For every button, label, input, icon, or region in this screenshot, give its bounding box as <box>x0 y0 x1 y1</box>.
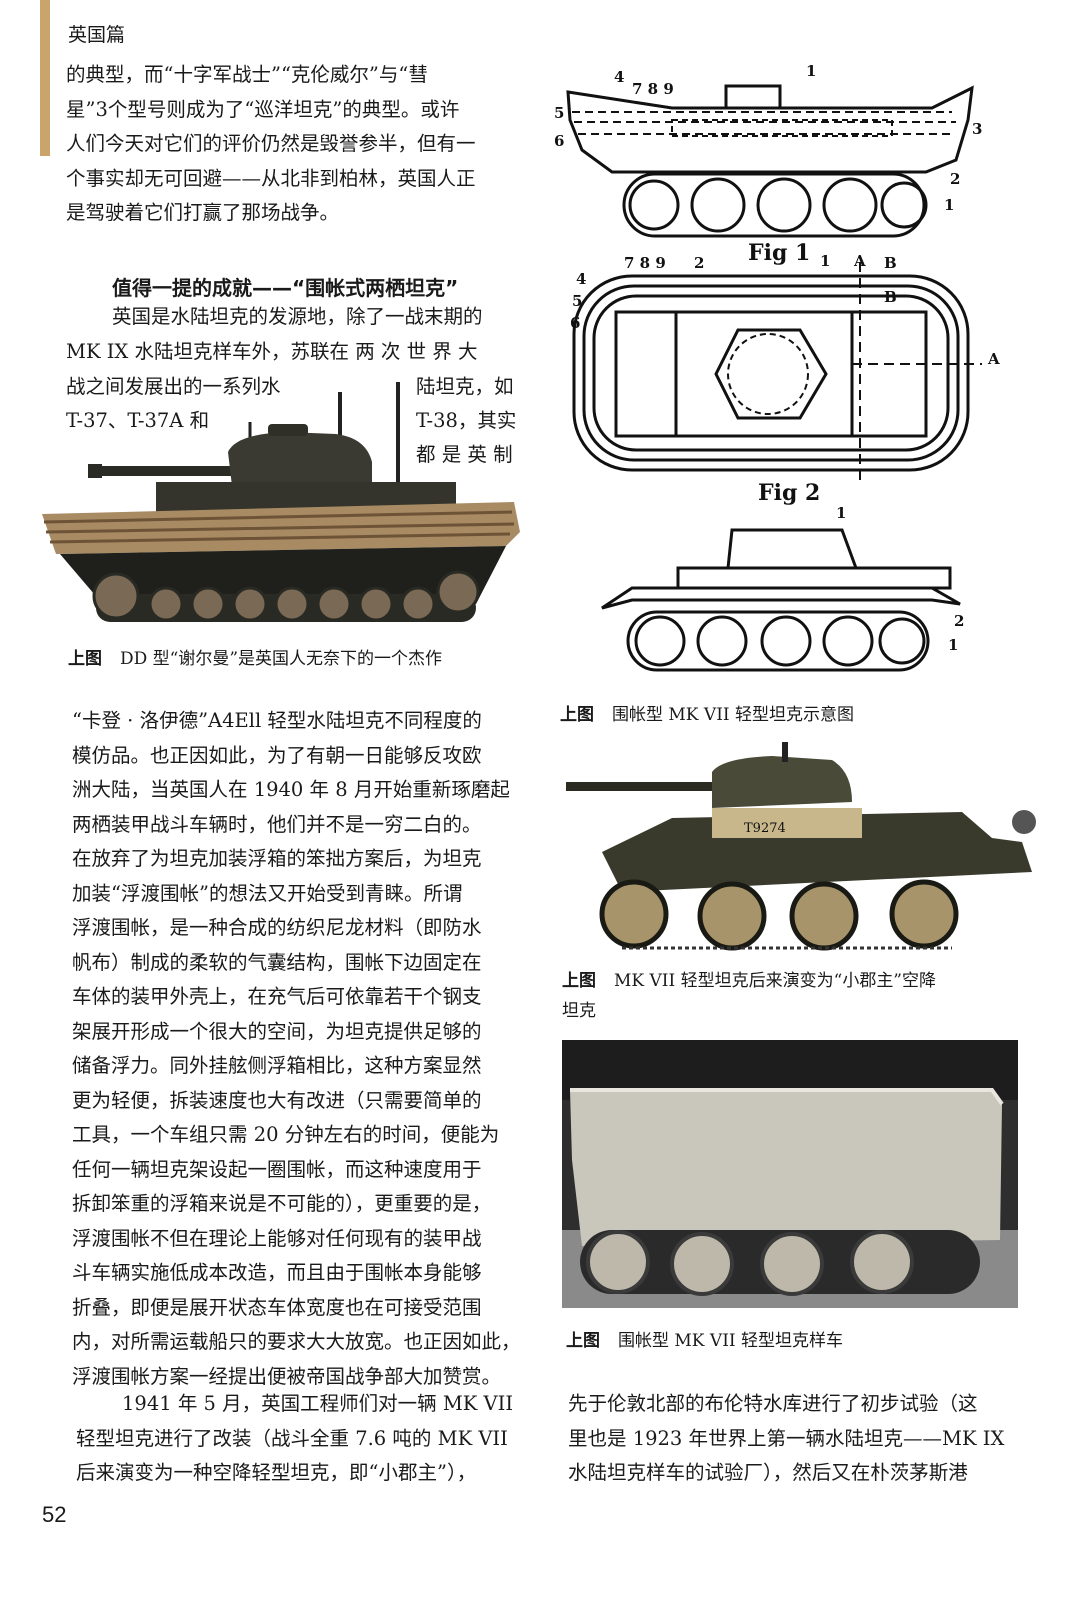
label-6: 6 <box>554 132 564 150</box>
label-A: A <box>853 252 866 270</box>
text-line: 1941 年 5 月，英国工程师们对一辆 MK VII <box>122 1392 514 1415</box>
dd-sherman-illustration <box>42 382 520 622</box>
text-line: 拆卸笨重的浮箱来说是不可能的），更重要的是， <box>72 1192 492 1215</box>
caption-text: 围帐型 MK VII 轻型坦克示意图 <box>612 705 855 725</box>
wrap-line: 英国是水陆坦克的发源地，除了一战末期的 <box>112 305 483 328</box>
label-5b: 5 <box>572 292 582 310</box>
main-paragraph: “卡登 · 洛伊德”A4Ell 轻型水陆坦克不同程度的 模仿品。也正因如此，为了… <box>72 704 521 1394</box>
text-line: 水陆坦克样车的试验厂），然后又在朴茨茅斯港 <box>568 1461 968 1484</box>
caption-text-cont: 坦克 <box>562 1001 596 1021</box>
label-789b: 7 8 9 <box>624 254 666 272</box>
page-number: 52 <box>42 1502 67 1527</box>
text-line: 是驾驶着它们打赢了那场战争。 <box>66 201 340 224</box>
text-line: 先于伦敦北部的布伦特水库进行了初步试验（这 <box>568 1392 978 1415</box>
wrap-line: MK IX 水陆坦克样车外，苏联在 两 次 世 界 大 <box>66 340 478 363</box>
label-4: 4 <box>614 68 624 86</box>
caption-prototype: 上图围帐型 MK VII 轻型坦克样车 <box>566 1326 843 1351</box>
text-line: 帆布）制成的柔软的气囊结构，围帐下边固定在 <box>72 950 482 974</box>
label-1d: 1 <box>836 504 846 522</box>
label-789: 7 8 9 <box>632 80 674 98</box>
label-2: 2 <box>950 170 960 188</box>
label-1c: 1 <box>820 252 830 270</box>
right-bottom-paragraph: 先于伦敦北部的布伦特水库进行了初步试验（这 里也是 1923 年世界上第一辆水陆… <box>568 1387 1004 1491</box>
label-2c: 2 <box>954 612 964 630</box>
caption-prefix: 上图 <box>68 649 102 669</box>
caption-tetrarch: 上图 MK VII 轻型坦克后来演变为“小郡主”空降 坦克 <box>562 966 936 1026</box>
text-line: 的典型，而“十字军战士”“克伦威尔”与“彗 <box>66 63 428 86</box>
caption-text: 围帐型 MK VII 轻型坦克样车 <box>618 1331 844 1351</box>
wrap-line-right: T-38，其实 <box>416 409 517 432</box>
text-line: 更为轻便，拆装速度也大有改进（只需要简单的 <box>72 1088 482 1112</box>
text-line: 里也是 1923 年世界上第一辆水陆坦克——MK IX <box>568 1426 1005 1450</box>
caption-prefix: 上图 <box>562 971 596 991</box>
text-line: 车体的装甲外壳上，在充气后可依靠若干个钢支 <box>72 985 482 1008</box>
accent-bar <box>40 0 50 156</box>
text-line: 星”3个型号则成为了“巡洋坦克”的典型。或许 <box>66 97 460 121</box>
text-line: 浮渡围帐方案一经提出便被帝国战争部大加赞赏。 <box>72 1364 502 1388</box>
text-line: 后来演变为一种空降轻型坦克，即“小郡主”）， <box>76 1461 477 1484</box>
text-line: 浮渡围帐，是一种合成的纺织尼龙材料（即防水 <box>72 916 482 939</box>
text-line: 斗车辆实施低成本改造，而且由于围帐本身能够 <box>72 1261 482 1284</box>
text-line: 个事实却无可回避——从北非到柏林，英国人正 <box>66 166 476 190</box>
fig2-label: Fig 2 <box>758 480 820 506</box>
caption-prefix: 上图 <box>566 1331 600 1351</box>
label-6b: 6 <box>570 314 580 332</box>
tetrarch-illustration: T9274 <box>566 742 1036 951</box>
label-3: 3 <box>972 120 982 138</box>
section-name: 英国篇 <box>68 24 126 46</box>
text-line: 加装“浮渡围帐”的想法又开始受到青睐。所谓 <box>72 881 463 905</box>
tank-serial: T9274 <box>744 821 786 836</box>
caption-text: MK VII 轻型坦克后来演变为“小郡主”空降 <box>614 971 937 991</box>
caption-text: DD 型“谢尔曼”是英国人无奈下的一个杰作 <box>120 649 443 669</box>
wrap-line-right: 都 是 英 制 <box>416 443 513 466</box>
text-line: 两栖装甲战斗车辆时，他们并不是一穷二白的。 <box>72 812 482 836</box>
prototype-photo <box>562 1040 1018 1308</box>
caption-diagram: 上图围帐型 MK VII 轻型坦克示意图 <box>560 700 854 725</box>
label-1e: 1 <box>948 636 958 654</box>
label-4b: 4 <box>576 270 586 288</box>
label-1: 1 <box>806 62 816 80</box>
intro-paragraph: 的典型，而“十字军战士”“克伦威尔”与“彗 星”3个型号则成为了“巡洋坦克”的典… <box>66 58 476 231</box>
text-line: 轻型坦克进行了改装（战斗全重 7.6 吨的 MK VII <box>76 1426 508 1450</box>
text-line: 架展开形成一个很大的空间，为坦克提供足够的 <box>72 1019 482 1043</box>
wrap-line-left: T-37、T-37A 和 <box>66 409 210 432</box>
label-B: B <box>884 254 897 272</box>
caption-dd-sherman: 上图 DD 型“谢尔曼”是英国人无奈下的一个杰作 <box>68 644 442 669</box>
text-line: 模仿品。也正因如此，为了有朝一日能够反攻欧 <box>72 743 482 767</box>
wrap-line-right: 陆坦克，如 <box>416 375 514 398</box>
label-Ab: A <box>987 350 1000 368</box>
text-line: 人们今天对它们的评价仍然是毁誉参半，但有一 <box>66 132 476 155</box>
text-line: 储备浮力。同外挂舷侧浮箱相比，这种方案显然 <box>72 1054 482 1077</box>
text-line: “卡登 · 洛伊德”A4Ell 轻型水陆坦克不同程度的 <box>72 709 482 732</box>
text-line: 在放弃了为坦克加装浮箱的笨拙方案后，为坦克 <box>72 847 482 870</box>
text-line: 浮渡围帐不但在理论上能够对任何现有的装甲战 <box>72 1226 482 1250</box>
label-5: 5 <box>554 104 564 122</box>
text-line: 洲大陆，当英国人在 1940 年 8 月开始重新琢磨起 <box>72 778 510 801</box>
wrap-line-left: 战之间发展出的一系列水 <box>66 375 281 398</box>
text-line: 任何一辆坦克架设起一圈围帐，而这种速度用于 <box>72 1157 482 1181</box>
text-line: 折叠，即便是展开状态车体宽度也在可接受范围 <box>72 1295 482 1319</box>
caption-prefix: 上图 <box>560 705 594 725</box>
caption-line: 上图 MK VII 轻型坦克后来演变为“小郡主”空降 <box>562 966 936 996</box>
label-2b: 2 <box>694 254 704 272</box>
label-1b: 1 <box>944 196 954 214</box>
text-line: 工具，一个车组只需 20 分钟左右的时间，便能为 <box>72 1123 500 1146</box>
label-Bb: B <box>884 288 897 306</box>
text-line: 内，对所需运载船只的要求大大放宽。也正因如此， <box>72 1330 521 1353</box>
section-heading: 值得一提的成就——“围帐式两栖坦克” <box>112 276 459 300</box>
fig1-label: Fig 1 <box>748 240 810 266</box>
last-paragraph: 1941 年 5 月，英国工程师们对一辆 MK VII 轻型坦克进行了改装（战斗… <box>76 1387 513 1491</box>
patent-diagram: 4 7 8 9 1 5 6 3 2 1 Fig 1 7 8 9 2 1 A B … <box>554 62 1000 672</box>
